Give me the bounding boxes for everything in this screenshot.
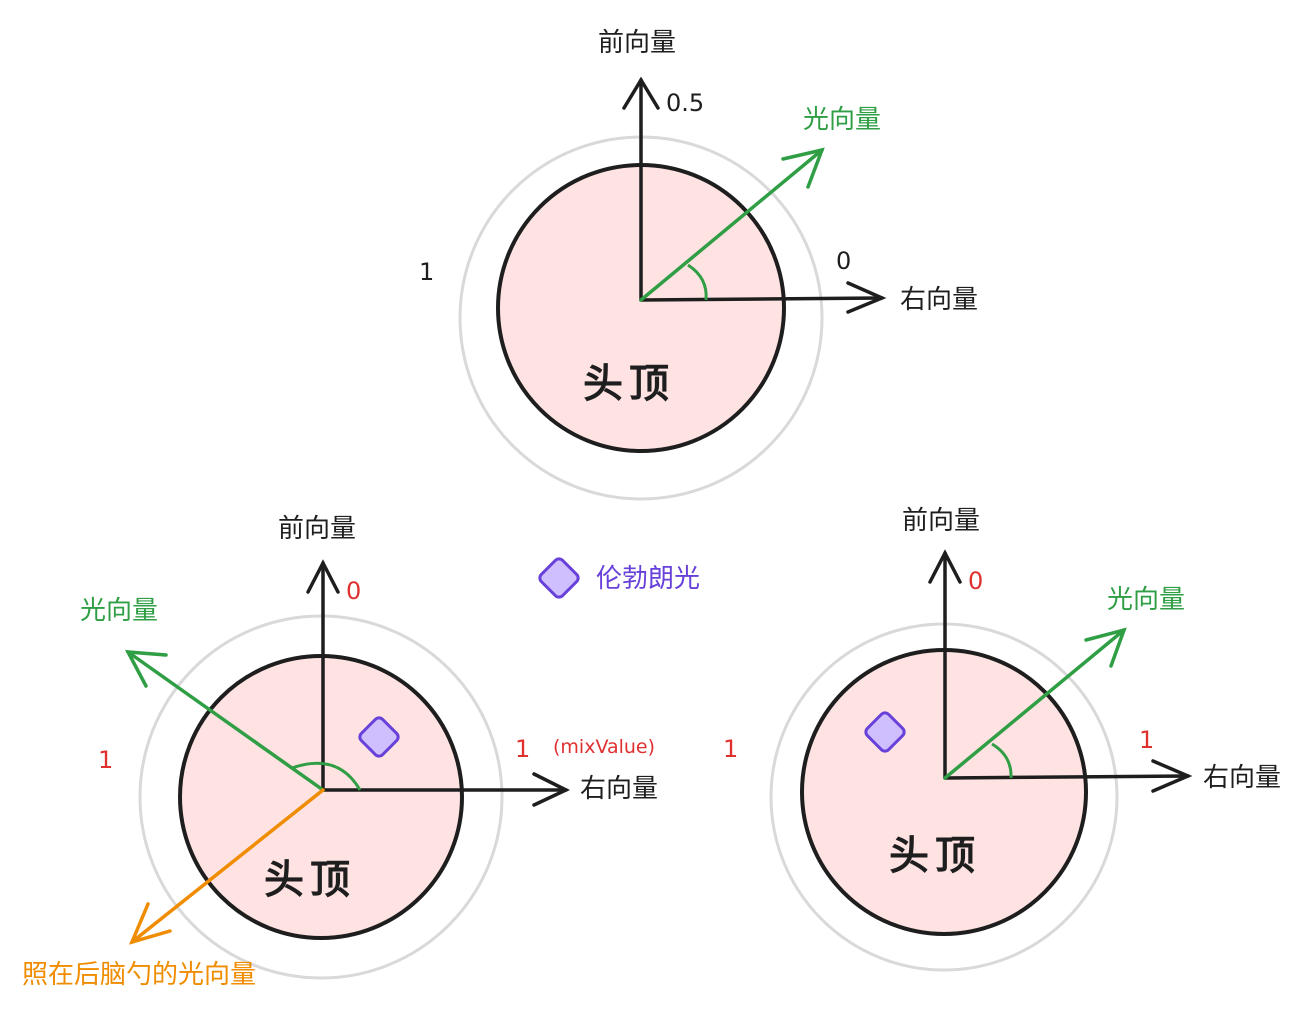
diagram-bottom-left [124, 559, 571, 980]
light-vector-arrow [943, 627, 1127, 780]
right-axis [321, 772, 571, 807]
right-value: 1 [1139, 726, 1155, 754]
light-vector-label: 光向量 [1107, 585, 1186, 615]
light-vector-label: 光向量 [80, 596, 159, 626]
light-vector-label: 光向量 [803, 105, 882, 135]
left-value: 1 [723, 735, 739, 763]
head-top-label: 头顶 [889, 833, 981, 879]
legend-diamond-icon [538, 557, 580, 599]
right-value: 0 [836, 247, 852, 275]
forward-value: 0.5 [666, 89, 705, 117]
light-vector-arrow [124, 650, 325, 792]
left-value: 1 [419, 258, 435, 286]
right-axis [639, 281, 887, 314]
legend-label: 伦勃朗光 [596, 564, 701, 594]
forward-vector-label: 前向量 [278, 514, 357, 544]
right-vector-label: 右向量 [900, 285, 979, 315]
forward-axis [928, 549, 962, 780]
head-top-label: 头顶 [583, 361, 675, 407]
forward-axis [622, 76, 660, 302]
right-vector-label: 右向量 [1203, 763, 1282, 793]
angle-arc [687, 263, 708, 301]
light-vector-arrow [639, 147, 825, 302]
left-value: 1 [98, 746, 114, 774]
forward-value: 0 [968, 567, 984, 595]
forward-vector-label: 前向量 [598, 28, 677, 58]
outer-ring [138, 614, 504, 980]
rim-light-diamond-icon [358, 716, 400, 758]
diagram-bottom-right [769, 549, 1193, 972]
forward-axis [306, 559, 340, 792]
angle-arc [291, 761, 362, 791]
right-vector-label: 右向量 [580, 774, 659, 804]
mix-value-note: (mixValue) [553, 736, 656, 758]
right-axis [943, 759, 1193, 793]
rim-light-diamond-icon [864, 711, 906, 753]
right-value: 1 [515, 735, 531, 763]
back-light-vector-label: 照在后脑勺的光向量 [22, 960, 257, 990]
forward-value: 0 [346, 577, 362, 605]
angle-arc [991, 742, 1013, 779]
forward-vector-label: 前向量 [902, 506, 981, 536]
head-top-label: 头顶 [264, 857, 356, 903]
diagram-top [458, 76, 887, 501]
back-light-vector-arrow [128, 788, 325, 945]
